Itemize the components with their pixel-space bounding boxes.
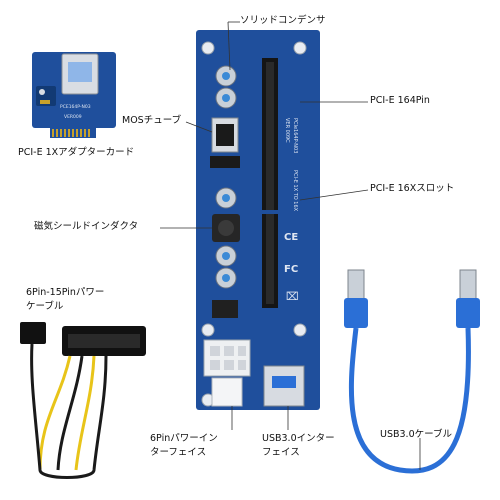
fc-mark: FC <box>284 264 298 275</box>
board-version-text: VER 009C <box>284 118 290 143</box>
adapter-model-text: PCE164P-N03 <box>60 104 91 110</box>
sata-power-cable <box>20 322 146 479</box>
mos-tube <box>210 117 240 168</box>
usb3-port <box>263 365 305 407</box>
board-slot-text: PCI-E 1X TO 16X <box>292 170 298 212</box>
label-pcie-16x-slot: PCI-E 16Xスロット <box>370 183 455 194</box>
usb3-cable <box>344 269 480 474</box>
pcie-16x-slot <box>262 58 278 308</box>
adapter-version-text: VER009 <box>64 114 82 120</box>
power-connector-6pin <box>203 339 251 407</box>
riser-board: PCIe164P-N03 VER 009C PCI-E 1X TO 16X CE… <box>196 30 320 410</box>
label-pcie-1x-adapter: PCI-E 1Xアダプターカード <box>18 147 135 158</box>
label-usb3-interface: USB3.0インター フェイス <box>262 433 335 458</box>
label-solid-capacitor: ソリッドコンデンサ <box>240 15 326 26</box>
solid-capacitors <box>215 65 237 289</box>
ce-mark: CE <box>284 232 298 243</box>
leader-lines <box>160 21 421 470</box>
chip <box>212 300 238 318</box>
label-power-interface-6pin: 6Pinパワーイン ターフェイス <box>150 433 218 458</box>
label-sata-power-cable: 6Pin-15Pinパワー ケーブル <box>26 287 105 312</box>
pcie-1x-adapter-card: PCE164P-N03 VER009 <box>32 52 116 138</box>
label-usb3-cable: USB3.0ケーブル <box>380 429 453 440</box>
label-mos-tube: MOSチューブ <box>122 115 182 126</box>
magnetic-inductor <box>212 214 240 242</box>
label-magnetic-inductor: 磁気シールドインダクタ <box>34 221 139 232</box>
label-pcie-164pin: PCI-E 164Pin <box>370 95 430 106</box>
weee-mark: ⌧ <box>286 290 299 303</box>
board-model-text: PCIe164P-N03 <box>292 118 298 153</box>
